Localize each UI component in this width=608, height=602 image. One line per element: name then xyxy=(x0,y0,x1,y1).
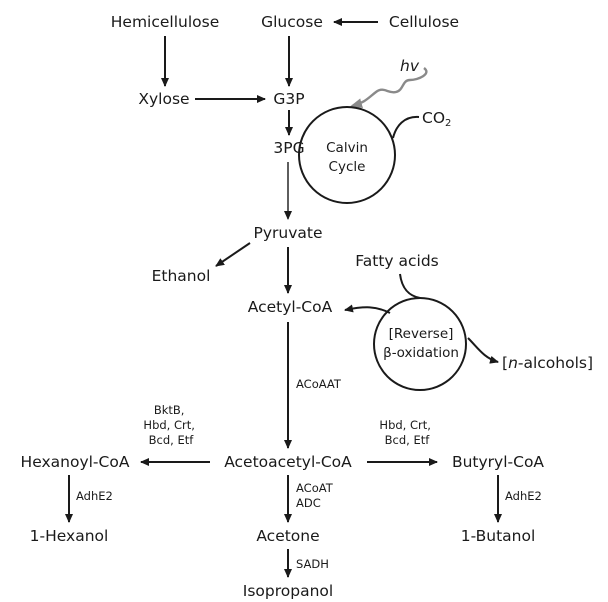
node-acetyl-coa: Acetyl-CoA xyxy=(248,298,333,316)
enzyme-sadh: SADH xyxy=(296,557,329,571)
enzyme-adhe2-right: AdhE2 xyxy=(505,489,542,503)
co2-to-calvin-line xyxy=(392,115,420,139)
node-n-alcohols: [n-alcohols] xyxy=(502,354,593,372)
node-3pg: 3PG xyxy=(273,139,304,157)
node-fatty-acids: Fatty acids xyxy=(355,252,439,270)
node-acetone: Acetone xyxy=(256,527,319,545)
node-cellulose: Cellulose xyxy=(389,13,459,31)
beta-oxidation-label: [Reverse]β-oxidation xyxy=(383,326,459,361)
node-butyryl-coa: Butyryl-CoA xyxy=(452,453,544,471)
light-wave-arrow xyxy=(350,67,428,109)
enzyme-butyryl-group: Hbd, Crt, Bcd, Etf xyxy=(379,418,434,447)
arrow-pyruvate-ethanol xyxy=(215,242,251,267)
arrow-cycle-to-n-alcohols xyxy=(467,337,499,364)
enzyme-acetone-group: ACoAT ADC xyxy=(296,481,336,510)
node-acetoacetyl-coa: Acetoacetyl-CoA xyxy=(224,453,352,471)
enzyme-adhe2-left: AdhE2 xyxy=(76,489,113,503)
node-g3p: G3P xyxy=(273,90,304,108)
node-ethanol: Ethanol xyxy=(152,267,211,285)
node-hexanoyl-coa: Hexanoyl-CoA xyxy=(21,453,130,471)
node-xylose: Xylose xyxy=(138,90,189,108)
arrow-cycle-to-acetyl-coa xyxy=(344,304,391,314)
node-glucose: Glucose xyxy=(261,13,323,31)
fatty-acids-into-cycle xyxy=(399,273,421,299)
node-co2: CO2 xyxy=(422,109,451,129)
node-isopropanol: Isopropanol xyxy=(243,582,333,600)
enzyme-acoaat: ACoAAT xyxy=(296,377,342,391)
enzyme-hexanoyl-group: BktB, Hbd, Crt, Bcd, Etf xyxy=(143,403,198,447)
node-hemicellulose: Hemicellulose xyxy=(111,13,220,31)
calvin-cycle-circle xyxy=(298,106,396,204)
node-pyruvate: Pyruvate xyxy=(253,224,322,242)
node-1-hexanol: 1-Hexanol xyxy=(30,527,109,545)
label-hv: hv xyxy=(400,57,420,75)
node-1-butanol: 1-Butanol xyxy=(461,527,536,545)
